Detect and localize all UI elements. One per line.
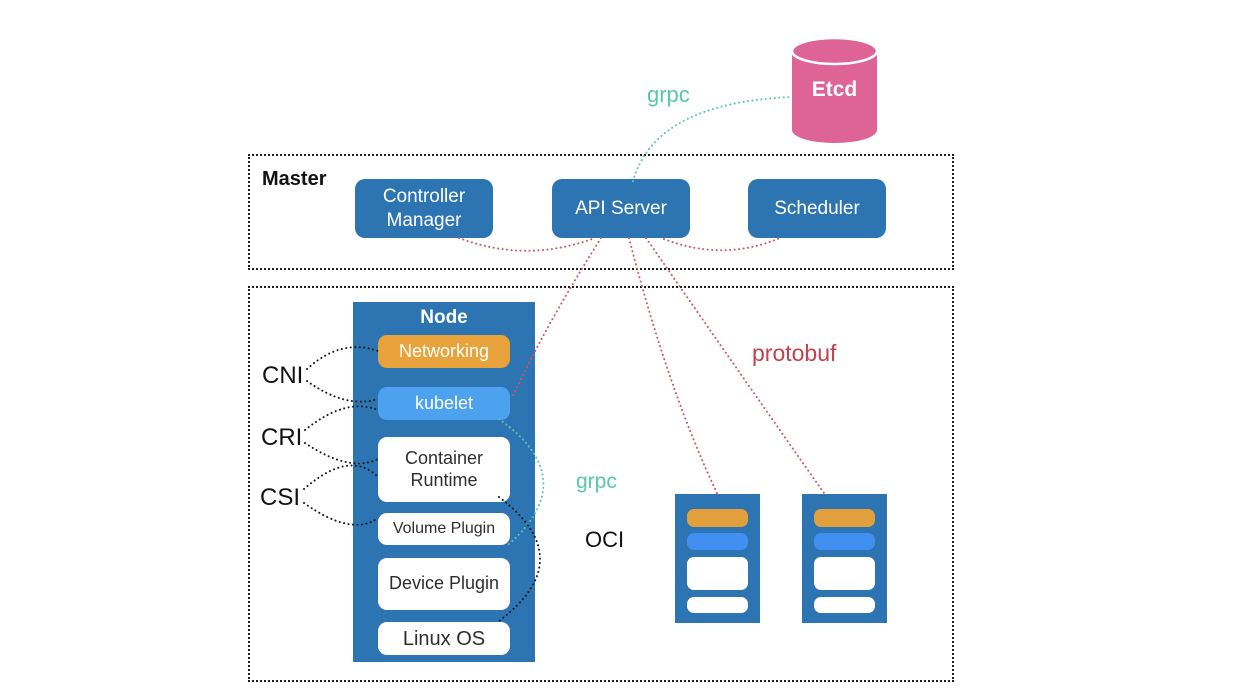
cni-label: CNI <box>262 362 304 389</box>
node-title: Node <box>420 307 468 328</box>
api-server-label: API Server <box>575 197 667 219</box>
grpc-runtime-label: grpc <box>576 470 617 493</box>
cri-label: CRI <box>261 424 303 451</box>
networking-layer: Networking <box>378 335 510 368</box>
etcd-cylinder <box>790 36 879 143</box>
linux-os-label: Linux OS <box>402 627 486 650</box>
scheduler-box: Scheduler <box>748 179 886 238</box>
worker1-os-bar <box>687 597 748 613</box>
container-runtime-label: Container Runtime <box>404 447 484 490</box>
linux-os-layer: Linux OS <box>378 622 510 655</box>
worker2-kubelet-bar <box>814 533 875 550</box>
worker1-kubelet-bar <box>687 533 748 550</box>
kubelet-layer: kubelet <box>378 387 510 420</box>
csi-label: CSI <box>260 484 301 511</box>
worker2-networking-bar <box>814 509 875 527</box>
master-label: Master <box>262 168 327 190</box>
worker2-os-bar <box>814 597 875 613</box>
controller-manager-box: Controller Manager <box>355 179 493 238</box>
networking-label: Networking <box>398 340 490 361</box>
volume-plugin-layer: Volume Plugin <box>378 513 510 545</box>
etcd-cylinder-top <box>790 36 879 66</box>
controller-manager-label: Controller Manager <box>382 186 466 231</box>
node-box: Node Networking kubelet Container Runtim… <box>353 302 535 662</box>
device-plugin-layer: Device Plugin <box>378 558 510 610</box>
scheduler-label: Scheduler <box>774 197 860 219</box>
device-plugin-label: Device Plugin <box>388 573 500 594</box>
container-runtime-layer: Container Runtime <box>378 437 510 502</box>
api-server-box: API Server <box>552 179 690 238</box>
worker2-runtime-bar <box>814 557 875 590</box>
worker-node-2 <box>802 494 887 623</box>
etcd-cylinder-body <box>792 51 877 143</box>
grpc-etcd-label: grpc <box>647 82 690 107</box>
worker-node-1 <box>675 494 760 623</box>
oci-label: OCI <box>585 527 625 552</box>
worker1-runtime-bar <box>687 557 748 590</box>
etcd-label: Etcd <box>811 78 858 101</box>
volume-plugin-label: Volume Plugin <box>392 520 496 538</box>
worker1-networking-bar <box>687 509 748 527</box>
kubelet-label: kubelet <box>414 392 474 413</box>
protobuf-label: protobuf <box>752 340 837 366</box>
